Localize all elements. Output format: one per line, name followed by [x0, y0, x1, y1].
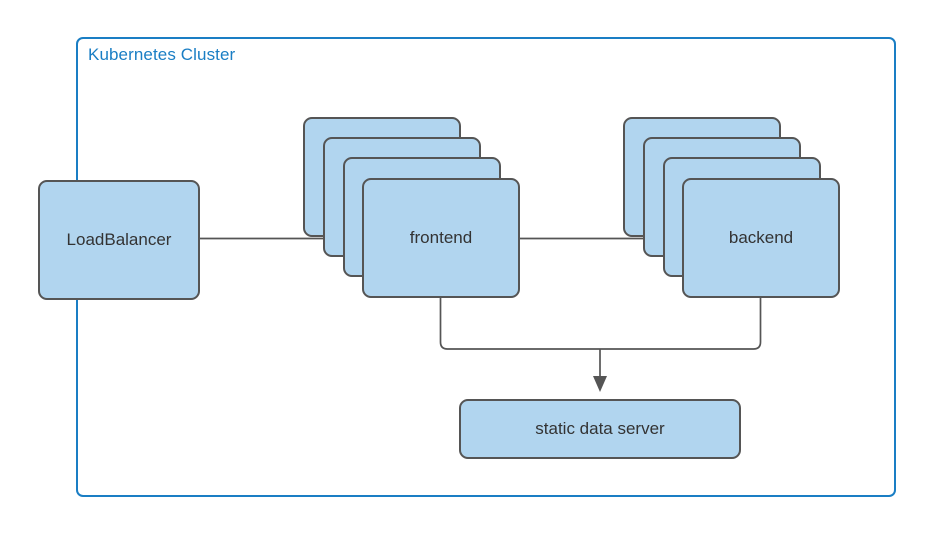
backend-replica-card-1[interactable]: backend	[682, 178, 840, 298]
node-backend-stack[interactable]: backend	[623, 117, 840, 299]
frontend-replica-card-1[interactable]: frontend	[362, 178, 520, 298]
node-backend-label: backend	[728, 228, 794, 247]
node-static-data-server-label: static data server	[535, 419, 665, 438]
node-load-balancer[interactable]: LoadBalancer	[38, 180, 200, 300]
node-static-data-server[interactable]: static data server	[459, 399, 741, 459]
node-frontend-label: frontend	[409, 228, 473, 247]
node-frontend-stack[interactable]: frontend	[303, 117, 520, 299]
kubernetes-cluster-label: Kubernetes Cluster	[88, 45, 236, 64]
node-load-balancer-label: LoadBalancer	[66, 230, 172, 249]
